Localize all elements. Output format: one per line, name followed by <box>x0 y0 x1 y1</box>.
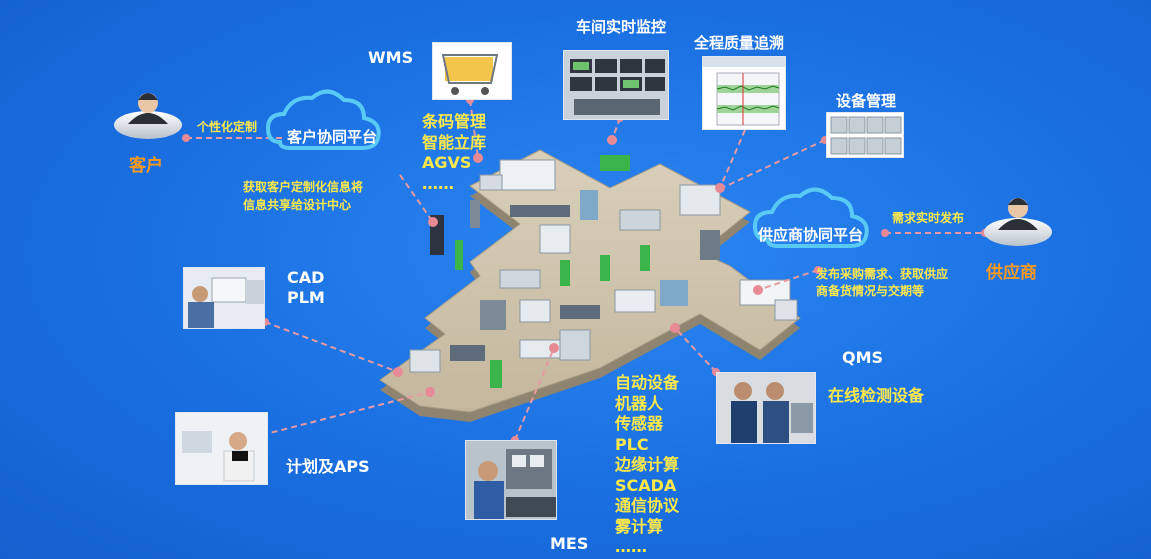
online-inspection-photo <box>716 372 816 444</box>
cad-label: CAD <box>287 268 325 287</box>
customer-info-label: 获取客户定制化信息将信息共享给设计中心 <box>243 180 364 212</box>
mes-item: 边缘计算 <box>615 455 680 474</box>
quality-trace-label: 全程质量追溯 <box>694 34 785 52</box>
mes-item: 机器人 <box>615 393 664 413</box>
customer-cloud-icon <box>265 89 381 150</box>
wms-item: …… <box>422 173 454 193</box>
qms-label: QMS <box>842 348 884 367</box>
wms-item: AGVS <box>422 153 472 172</box>
quality-trace-chart-photo <box>702 56 786 130</box>
wms-items: 条码管理 智能立库 AGVS …… <box>422 112 486 194</box>
mes-operator-photo <box>465 440 557 520</box>
equipment-mgmt-label: 设备管理 <box>836 92 897 110</box>
customer-platform-label: 客户协同平台 <box>287 128 378 146</box>
mes-item: …… <box>615 537 647 556</box>
mes-item: 传感器 <box>615 414 664 433</box>
mes-item: 通信协议 <box>615 496 680 515</box>
supplier-avatar-icon <box>984 198 1052 246</box>
mes-items: 自动设备 机器人 传感器 PLC 边缘计算 SCADA 通信协议 雾计算 …… <box>615 373 679 558</box>
mes-item: 雾计算 <box>615 516 664 536</box>
supplier-cloud-icon <box>752 187 869 248</box>
supplier-label: 供应商 <box>986 263 1037 283</box>
aps-label: 计划及APS <box>286 457 370 476</box>
customer-avatar-icon <box>114 93 182 139</box>
wms-item: 条码管理 <box>422 112 487 131</box>
customer-link-label: 个性化定制 <box>197 120 258 134</box>
supplier-platform-label: 供应商协同平台 <box>758 226 864 244</box>
wms-item: 智能立库 <box>422 132 487 152</box>
aps-planning-photo <box>175 412 268 485</box>
supplier-link-label: 需求实时发布 <box>892 211 965 225</box>
mes-item: PLC <box>615 434 649 454</box>
plm-label: PLM <box>287 288 325 307</box>
workshop-monitor-photo <box>563 50 669 120</box>
mes-item: 自动设备 <box>615 373 680 392</box>
online-inspection-label: 在线检测设备 <box>828 386 925 405</box>
wms-cart-photo <box>432 42 512 100</box>
cad-plm-photo <box>183 267 265 329</box>
mes-item: SCADA <box>615 475 677 495</box>
mes-label: MES <box>550 534 589 553</box>
factory-equipment <box>409 155 798 388</box>
equipment-management-photo <box>826 112 904 158</box>
customer-label: 客户 <box>129 156 163 176</box>
wms-label: WMS <box>368 48 414 67</box>
supplier-info-label: 发布采购需求、获取供应商备货情况与交期等 <box>816 267 949 298</box>
workshop-monitor-label: 车间实时监控 <box>576 18 667 36</box>
